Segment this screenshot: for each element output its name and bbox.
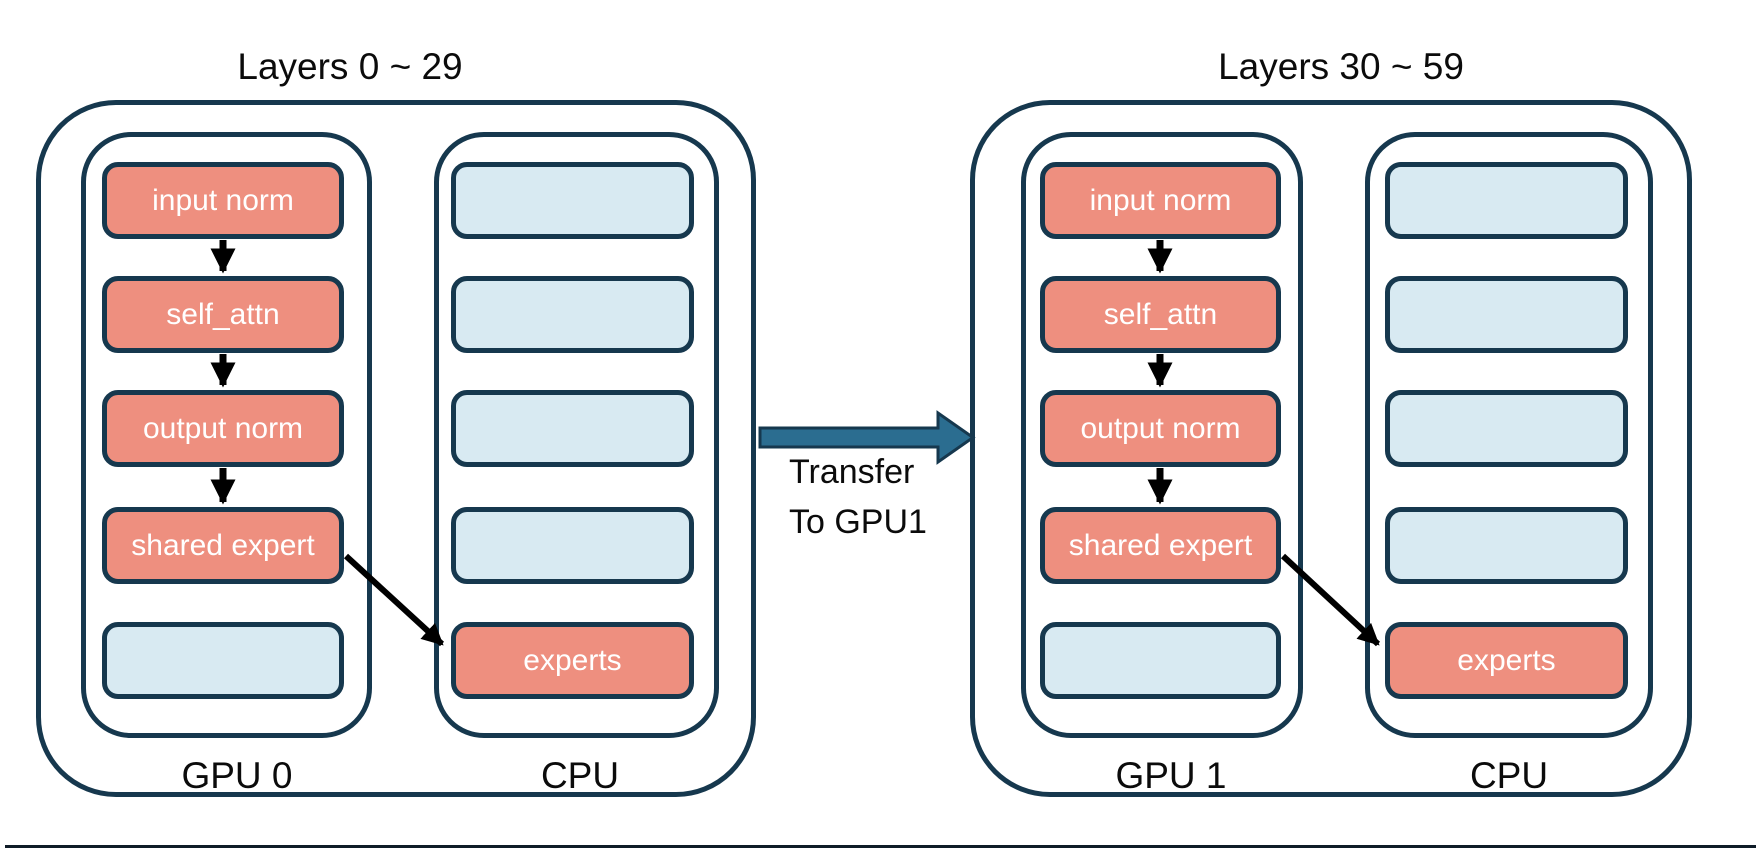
device-label-cpu-right: CPU [1469, 755, 1549, 796]
module-experts: experts [451, 622, 694, 699]
bottom-edge-line [5, 845, 1756, 848]
module-empty-slot [1385, 507, 1628, 584]
module-label: experts [523, 643, 622, 677]
module-empty-slot [102, 622, 344, 699]
module-empty-slot [1385, 276, 1628, 353]
module-label: shared expert [1068, 528, 1253, 562]
module-label: self_attn [1103, 297, 1218, 331]
transfer-label: Transfer To GPU1 [789, 447, 1029, 547]
group-title-left: Layers 0 ~ 29 [237, 46, 463, 87]
module-label: self_attn [166, 297, 280, 331]
module-empty-slot [451, 390, 694, 467]
transfer-label-line1: Transfer [789, 453, 915, 491]
module-empty-slot [1040, 622, 1281, 699]
module-self-attn: self_attn [102, 276, 344, 353]
module-empty-slot [1385, 162, 1628, 239]
device-label-gpu1: GPU 1 [1115, 755, 1227, 796]
module-output-norm: output norm [102, 390, 344, 467]
module-experts: experts [1385, 622, 1628, 699]
module-input-norm: input norm [102, 162, 344, 239]
module-input-norm: input norm [1040, 162, 1281, 239]
module-label: output norm [1080, 411, 1241, 445]
module-empty-slot [451, 276, 694, 353]
module-empty-slot [1385, 390, 1628, 467]
group-title-right: Layers 30 ~ 59 [1218, 46, 1464, 87]
module-label: output norm [142, 411, 304, 445]
module-output-norm: output norm [1040, 390, 1281, 467]
module-empty-slot [451, 162, 694, 239]
module-self-attn: self_attn [1040, 276, 1281, 353]
device-label-cpu-left: CPU [540, 755, 620, 796]
module-label: input norm [152, 183, 294, 217]
module-empty-slot [451, 507, 694, 584]
module-label: input norm [1089, 183, 1232, 217]
transfer-label-line2: To GPU1 [789, 503, 927, 541]
module-shared-expert: shared expert [1040, 507, 1281, 584]
module-label: experts [1457, 643, 1556, 677]
module-label: shared expert [131, 528, 315, 562]
device-label-gpu0: GPU 0 [181, 755, 293, 796]
module-shared-expert: shared expert [102, 507, 344, 584]
